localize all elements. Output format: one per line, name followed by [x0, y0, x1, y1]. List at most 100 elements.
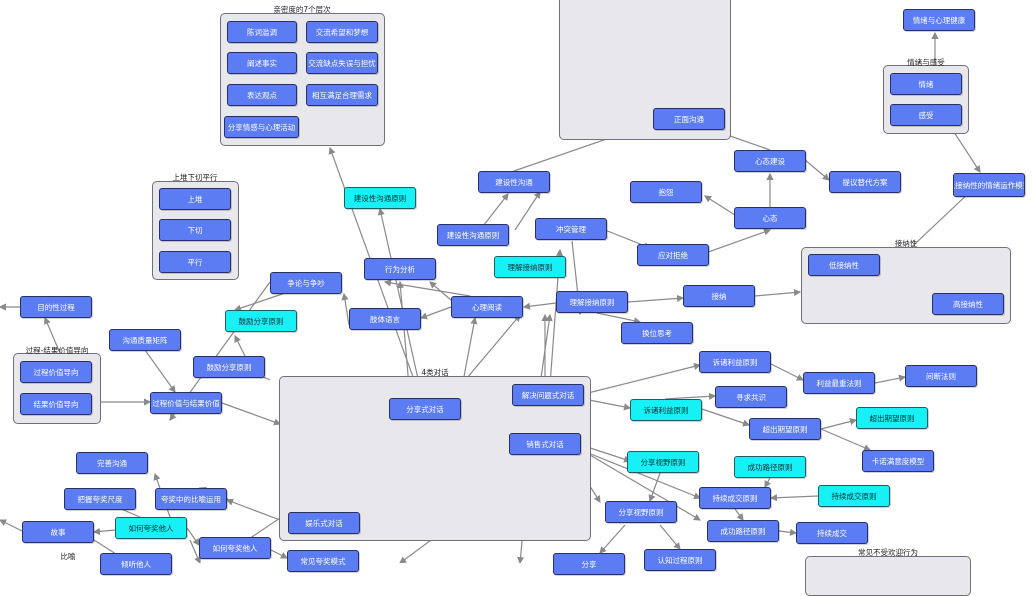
node-behavior-analysis[interactable]: 行为分析: [364, 258, 436, 280]
node-process-result-value[interactable]: 过程价值与结果价值: [150, 392, 222, 414]
connector-line: [0, 519, 23, 532]
node-quality-matrix[interactable]: 沟通质量矩阵: [109, 329, 181, 351]
connector-line: [596, 312, 642, 325]
node-keep-dealing[interactable]: 持续成交: [796, 522, 868, 544]
node-emotion[interactable]: 情绪: [890, 73, 962, 95]
connector-line: [599, 524, 626, 554]
connector-line: [225, 498, 289, 524]
group-chunking-label: 上堆下切平行: [172, 173, 218, 182]
node-entertainment-dialogue[interactable]: 娱乐式对话: [288, 512, 360, 534]
node-emotional-health[interactable]: 情绪与心理健康: [903, 9, 975, 31]
group-acceptance-label: 接纳性: [894, 239, 918, 248]
node-share-vision[interactable]: 分享视野原则: [605, 501, 677, 523]
node-hopes-dreams[interactable]: 交流希望和梦想: [306, 21, 378, 43]
group-four-dialogues-label: 4类对话: [421, 368, 449, 377]
connector-line: [778, 528, 798, 536]
connector-line: [270, 549, 289, 559]
node-story[interactable]: 故事: [22, 521, 94, 543]
node-positive-communication[interactable]: 正面沟通: [653, 108, 725, 130]
node-listen-others[interactable]: 倾听他人: [100, 553, 172, 575]
node-common-praise-mode[interactable]: 常见夸奖模式: [287, 550, 359, 572]
node-praise-degree[interactable]: 把握夸奖尺度: [64, 488, 136, 510]
node-perfect-communication[interactable]: 完善沟通: [76, 452, 148, 474]
node-understanding-principle-cyan[interactable]: 理解接纳原则: [494, 256, 566, 278]
node-feeling[interactable]: 感受: [890, 104, 962, 126]
node-handle-rejection[interactable]: 应对拒绝: [637, 244, 709, 266]
node-result-value[interactable]: 结果价值导向: [20, 393, 92, 415]
node-conflict-management[interactable]: 冲突管理: [535, 218, 607, 240]
connector-line: [699, 228, 772, 256]
node-continuous-deal-cyan[interactable]: 持续成交原则: [818, 485, 890, 507]
node-cliche[interactable]: 陈词滥调: [227, 21, 297, 43]
node-purposeful-process[interactable]: 目的性过程: [20, 296, 92, 318]
node-appeal-interest[interactable]: 诉诸利益原则: [699, 351, 771, 373]
connector-line: [754, 288, 802, 297]
node-argue-quarrel[interactable]: 争论与争吵: [270, 272, 342, 294]
connector-line: [419, 306, 452, 320]
node-continuous-deal[interactable]: 持续成交原则: [699, 487, 771, 509]
node-bottom-center[interactable]: 分享: [553, 553, 625, 575]
connector-line: [144, 349, 176, 393]
connector-line: [770, 363, 805, 381]
node-success-path-cyan[interactable]: 成功路径原则: [734, 456, 806, 478]
node-exceed-expectation[interactable]: 超出期望原则: [749, 418, 821, 440]
node-appeal-interest-cyan[interactable]: 诉诸利益原则: [630, 399, 702, 421]
node-constructive-principle-cyan[interactable]: 建设性沟通原则: [344, 187, 416, 209]
node-share-emotions[interactable]: 分享情感与心理活动: [224, 116, 299, 138]
node-constructive-communication[interactable]: 建设性沟通: [478, 171, 550, 193]
connector-line: [580, 449, 702, 500]
node-exceed-expectation-cyan[interactable]: 超出期望原则: [856, 407, 928, 429]
node-seek-consensus[interactable]: 寻求共识: [715, 386, 787, 408]
node-complain[interactable]: 抱怨: [630, 181, 702, 203]
node-empathy[interactable]: 换位思考: [621, 322, 693, 344]
node-sales-dialogue[interactable]: 销售式对话: [509, 433, 581, 455]
node-mutual-needs[interactable]: 相互满足合理需求: [306, 84, 378, 106]
node-accept[interactable]: 接纳: [683, 285, 755, 307]
node-share-flaws[interactable]: 交流缺点失误与担忧: [306, 52, 378, 74]
connector-line: [341, 292, 350, 326]
node-state-facts[interactable]: 阐述事实: [227, 52, 297, 74]
node-express-views[interactable]: 表达观点: [227, 84, 297, 106]
connector-line: [764, 477, 772, 489]
connector-line: [804, 159, 830, 181]
node-how-to-praise-cyan[interactable]: 如何夸奖他人: [115, 517, 187, 539]
node-sharing-dialogue[interactable]: 分享式对话: [389, 398, 461, 420]
connector-line: [820, 418, 858, 430]
node-encourage-sharing-cyan[interactable]: 鼓励分享原则: [225, 310, 297, 332]
group-unwelcome-behaviors: [805, 556, 971, 596]
node-mindset-building[interactable]: 心态建设: [734, 150, 806, 172]
node-emotion-model[interactable]: 抵接纳性的情绪运作模型: [953, 173, 1025, 197]
node-chunk-down[interactable]: 下切: [159, 219, 231, 241]
node-kano-model[interactable]: 卡诺满意度模型: [862, 450, 934, 472]
node-interval-law[interactable]: 间断法则: [905, 365, 977, 387]
node-problem-solving-dialogue[interactable]: 解决问题式对话: [512, 384, 584, 406]
node-interest-law[interactable]: 利益最重法则: [803, 372, 875, 394]
node-body-language[interactable]: 肢体语言: [349, 308, 421, 330]
node-propose-alternative[interactable]: 提议替代方案: [829, 171, 901, 193]
connector-line: [589, 454, 702, 521]
connector-line: [659, 524, 681, 550]
group-intimacy-levels-label: 亲密度的7个层次: [273, 5, 331, 14]
node-how-to-praise[interactable]: 如何夸奖他人: [199, 537, 271, 559]
node-constructive-principle[interactable]: 建设性沟通原则: [437, 224, 509, 246]
node-parallel[interactable]: 平行: [159, 251, 231, 273]
connector-line: [703, 195, 736, 216]
connector-line: [221, 402, 282, 426]
connector-line: [522, 302, 557, 310]
node-encourage-sharing[interactable]: 鼓励分享原则: [193, 356, 265, 378]
node-low-acceptance[interactable]: 低接纳性: [808, 254, 880, 276]
node-success-path[interactable]: 成功路径原则: [707, 520, 779, 542]
connector-line: [627, 294, 685, 303]
node-mindset[interactable]: 心态: [734, 207, 806, 229]
node-understanding-principle[interactable]: 理解接纳原则: [556, 291, 628, 313]
node-share-vision-cyan[interactable]: 分享视野原则: [627, 451, 699, 473]
node-cognitive-process[interactable]: 认知过程原则: [644, 549, 716, 571]
node-mind-reading[interactable]: 心理阅读: [451, 296, 523, 318]
node-high-acceptance[interactable]: 高接纳性: [932, 293, 1004, 315]
connector-line: [588, 399, 632, 411]
node-chunk-up[interactable]: 上堆: [159, 188, 231, 210]
group-unwelcome-behaviors-label: 常见不受欢迎行为: [858, 548, 918, 557]
node-metaphor-in-praise[interactable]: 夸奖中的比喻运用: [155, 488, 227, 510]
node-process-value[interactable]: 过程价值导向: [20, 361, 92, 383]
connector-line: [189, 539, 201, 563]
